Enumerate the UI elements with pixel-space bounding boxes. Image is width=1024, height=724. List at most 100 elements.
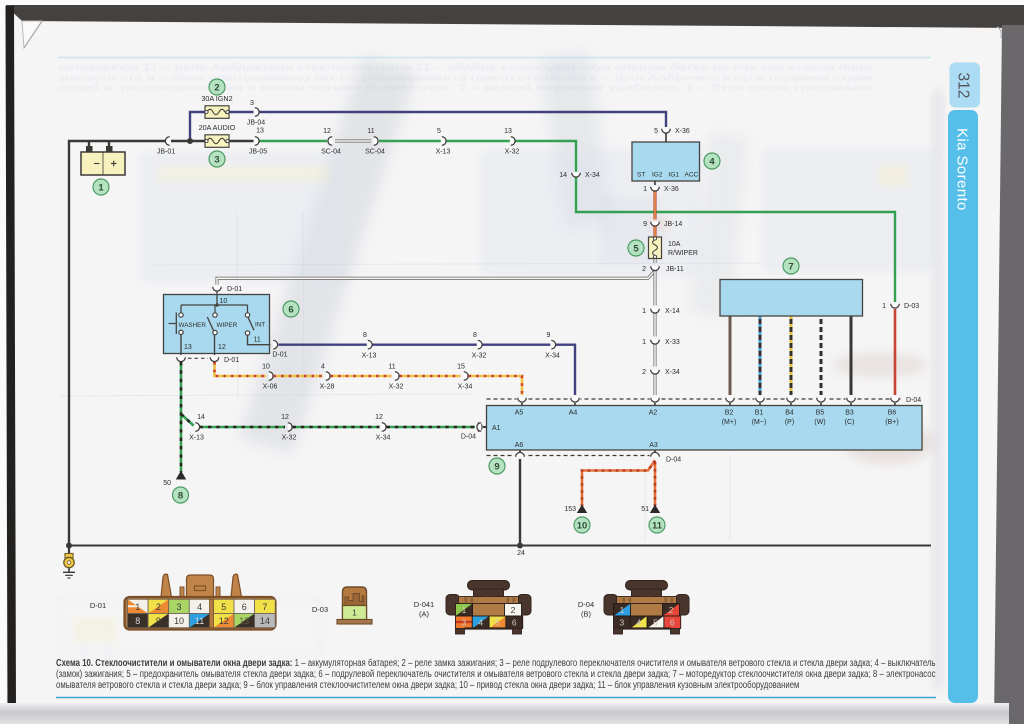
svg-text:SC-04: SC-04: [365, 149, 385, 156]
svg-text:X-28: X-28: [320, 384, 335, 391]
svg-text:X-32: X-32: [472, 353, 487, 360]
svg-text:2: 2: [669, 605, 674, 615]
svg-text:WIPER: WIPER: [217, 322, 238, 329]
svg-text:потовмнпов 11 – реле Аабдрвтин: потовмнпов 11 – реле Аабдрвтина стеклооч…: [58, 62, 872, 72]
svg-text:B2: B2: [725, 410, 734, 417]
svg-text:14: 14: [559, 172, 567, 179]
svg-text:2: 2: [156, 602, 161, 612]
svg-text:4: 4: [197, 602, 202, 612]
svg-text:6: 6: [512, 617, 517, 627]
svg-text:312: 312: [955, 73, 972, 99]
svg-text:13: 13: [256, 128, 264, 135]
svg-text:10: 10: [220, 298, 228, 305]
svg-text:13: 13: [504, 128, 512, 135]
svg-text:8: 8: [178, 490, 183, 501]
svg-text:5: 5: [495, 617, 500, 627]
svg-text:11: 11: [388, 364, 395, 371]
svg-text:стдвб в. рассоединением и пече: стдвб в. рассоединением и печем четмич б…: [58, 83, 872, 93]
svg-text:5: 5: [633, 243, 639, 254]
svg-text:1: 1: [643, 186, 647, 193]
svg-text:3: 3: [214, 154, 219, 165]
svg-text:10A: 10A: [668, 241, 681, 248]
svg-text:13: 13: [239, 616, 249, 626]
svg-text:3: 3: [462, 617, 467, 627]
svg-text:8: 8: [363, 332, 367, 339]
svg-text:X-32: X-32: [505, 149, 520, 156]
svg-text:4: 4: [636, 617, 641, 627]
svg-text:X-34: X-34: [458, 384, 473, 391]
svg-text:JB-14: JB-14: [664, 221, 682, 228]
svg-text:D-03: D-03: [312, 605, 328, 614]
svg-text:A4: A4: [569, 410, 578, 417]
svg-text:D-04: D-04: [578, 600, 594, 609]
svg-text:+: +: [105, 624, 110, 634]
svg-text:2: 2: [642, 266, 646, 273]
svg-text:9: 9: [156, 616, 161, 626]
svg-text:(B+): (B+): [885, 419, 898, 426]
svg-text:11: 11: [367, 128, 374, 135]
svg-text:X-06: X-06: [263, 384, 278, 391]
svg-text:B1: B1: [755, 410, 764, 417]
svg-text:9: 9: [643, 221, 647, 228]
svg-text:12: 12: [375, 414, 383, 421]
svg-text:D-04: D-04: [666, 457, 681, 464]
svg-text:153: 153: [564, 506, 576, 513]
svg-text:1: 1: [98, 182, 104, 193]
svg-text:JB-04: JB-04: [247, 120, 265, 127]
svg-text:JB-01: JB-01: [157, 149, 175, 156]
svg-text:IG1: IG1: [669, 172, 680, 179]
svg-text:(M+): (M+): [722, 419, 737, 426]
svg-text:2: 2: [642, 369, 646, 376]
svg-text:X-34: X-34: [545, 353, 560, 360]
svg-text:R/WIPER: R/WIPER: [668, 250, 698, 257]
svg-text:5: 5: [437, 128, 441, 135]
svg-text:1: 1: [620, 605, 625, 615]
svg-text:X-13: X-13: [436, 149, 451, 156]
svg-text:(M−): (M−): [752, 419, 767, 426]
svg-text:50: 50: [163, 480, 171, 487]
svg-text:X-32: X-32: [389, 384, 404, 391]
svg-text:7: 7: [788, 261, 793, 272]
svg-text:X-34: X-34: [665, 369, 680, 376]
svg-text:9: 9: [547, 332, 551, 339]
svg-text:15: 15: [457, 364, 465, 371]
svg-text:X-32: X-32: [282, 435, 297, 442]
svg-text:(P): (P): [785, 419, 794, 426]
svg-text:A5: A5: [515, 410, 524, 417]
svg-text:A2: A2: [649, 410, 658, 417]
svg-text:1: 1: [462, 605, 467, 615]
svg-text:6: 6: [242, 602, 247, 612]
svg-text:5: 5: [653, 617, 658, 627]
svg-text:X-13: X-13: [189, 435, 204, 442]
svg-text:3: 3: [250, 100, 254, 107]
svg-text:12: 12: [218, 344, 226, 351]
svg-text:5: 5: [654, 128, 658, 135]
svg-text:11: 11: [254, 337, 261, 344]
svg-text:A6: A6: [515, 442, 524, 449]
svg-text:8: 8: [473, 332, 477, 339]
svg-text:D-01: D-01: [90, 601, 106, 610]
svg-text:2: 2: [214, 82, 219, 93]
svg-text:D-03: D-03: [904, 303, 919, 310]
svg-text:X-34: X-34: [585, 172, 600, 179]
svg-text:30A IGN2: 30A IGN2: [201, 94, 232, 103]
svg-text:11: 11: [195, 616, 204, 626]
svg-text:20A AUDIO: 20A AUDIO: [199, 123, 236, 132]
svg-text:A3: A3: [649, 442, 658, 449]
svg-text:ACC: ACC: [685, 172, 699, 179]
svg-text:1: 1: [642, 339, 646, 346]
svg-text:D-01: D-01: [224, 357, 239, 364]
svg-text:3: 3: [176, 602, 181, 612]
svg-text:(A): (A): [419, 610, 430, 619]
svg-text:IG2: IG2: [652, 172, 663, 179]
svg-text:7: 7: [262, 602, 267, 612]
svg-text:4: 4: [709, 156, 715, 167]
svg-text:9: 9: [494, 461, 499, 472]
svg-text:D-04: D-04: [906, 397, 921, 404]
svg-text:14: 14: [197, 414, 205, 421]
svg-text:1: 1: [352, 608, 357, 618]
svg-text:4: 4: [478, 617, 483, 627]
svg-text:X-36: X-36: [675, 128, 690, 135]
svg-text:A1: A1: [492, 425, 501, 432]
svg-text:D-04: D-04: [461, 434, 476, 441]
